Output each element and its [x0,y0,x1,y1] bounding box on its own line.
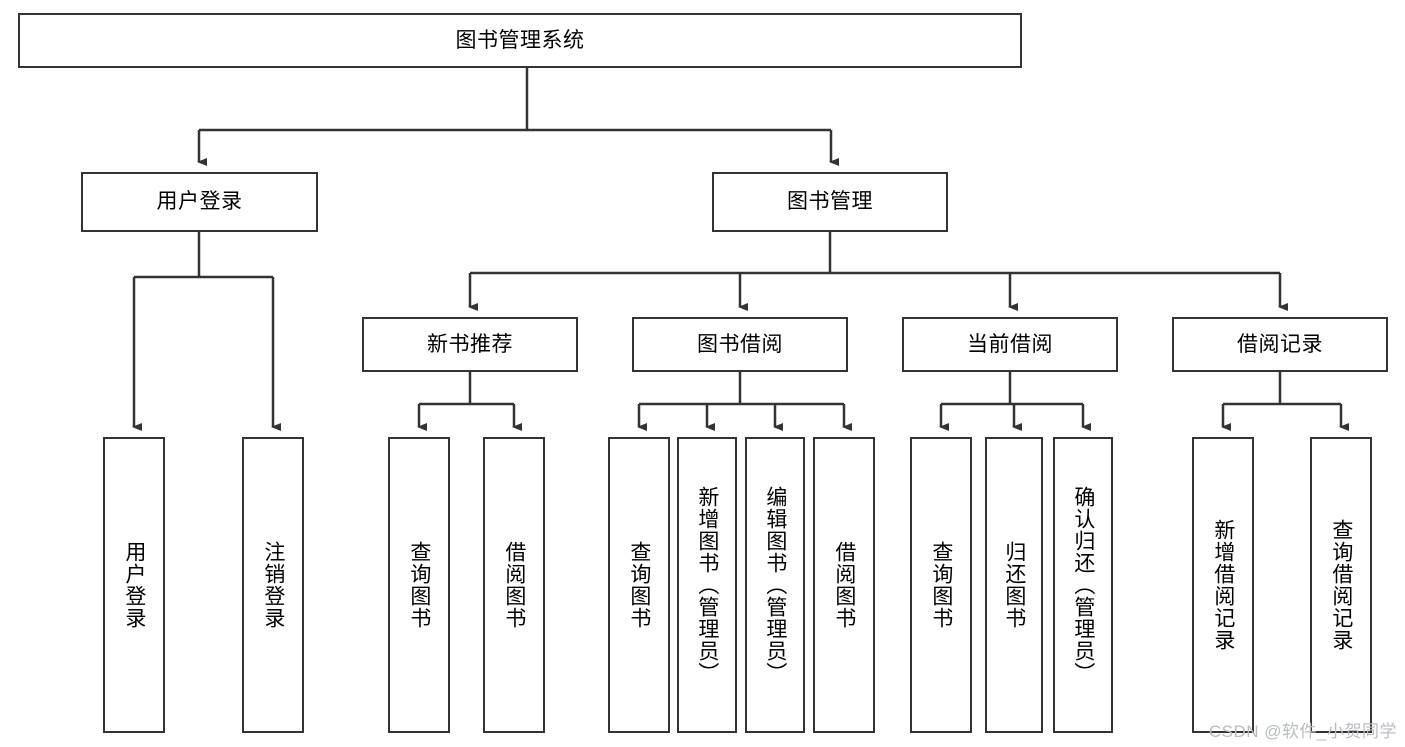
node-book-borrow[interactable]: 图书借阅 [632,317,848,372]
node-leaf-user-login[interactable]: 用户登录 [103,437,165,733]
node-leaf-query-record[interactable]: 查询借阅记录 [1310,437,1372,733]
node-book-manage[interactable]: 图书管理 [712,172,948,232]
node-root-label: 图书管理系统 [455,28,585,52]
node-leaf-confirm-return-label: 确认归还（管理员） [1071,486,1095,684]
node-book-manage-label: 图书管理 [787,190,873,214]
node-leaf-borrow-book-label: 借阅图书 [832,541,856,629]
node-leaf-confirm-return[interactable]: 确认归还（管理员） [1053,437,1113,733]
node-leaf-add-book[interactable]: 新增图书（管理员） [677,437,737,733]
node-leaf-query-record-label: 查询借阅记录 [1329,519,1353,651]
node-current-borrow-label: 当前借阅 [967,332,1053,356]
node-leaf-query-book-borrow-label: 查询图书 [627,541,651,629]
node-borrow-record[interactable]: 借阅记录 [1172,317,1388,372]
node-leaf-borrow-book-rec-label: 借阅图书 [502,541,526,629]
node-leaf-edit-book-label: 编辑图书（管理员） [763,486,787,684]
node-book-borrow-label: 图书借阅 [697,332,783,356]
node-leaf-add-record[interactable]: 新增借阅记录 [1192,437,1254,733]
node-leaf-query-book-rec-label: 查询图书 [407,541,431,629]
node-leaf-query-book-rec[interactable]: 查询图书 [388,437,450,733]
node-leaf-borrow-book[interactable]: 借阅图书 [813,437,875,733]
node-leaf-logout[interactable]: 注销登录 [242,437,304,733]
node-leaf-return-book[interactable]: 归还图书 [985,437,1043,733]
node-leaf-borrow-book-rec[interactable]: 借阅图书 [483,437,545,733]
node-leaf-logout-label: 注销登录 [261,541,285,629]
node-root[interactable]: 图书管理系统 [18,13,1022,68]
node-borrow-record-label: 借阅记录 [1237,332,1323,356]
node-new-book-rec-label: 新书推荐 [427,332,513,356]
node-leaf-return-book-label: 归还图书 [1002,541,1026,629]
node-user-login-label: 用户登录 [156,190,243,214]
node-leaf-query-book-borrow[interactable]: 查询图书 [608,437,670,733]
node-leaf-user-login-label: 用户登录 [122,541,146,629]
node-leaf-query-book-current-label: 查询图书 [929,541,953,629]
node-leaf-add-record-label: 新增借阅记录 [1211,519,1235,651]
node-user-login[interactable]: 用户登录 [81,172,318,232]
node-leaf-add-book-label: 新增图书（管理员） [695,486,719,684]
node-current-borrow[interactable]: 当前借阅 [902,317,1118,372]
node-new-book-rec[interactable]: 新书推荐 [362,317,578,372]
node-leaf-query-book-current[interactable]: 查询图书 [910,437,972,733]
node-leaf-edit-book[interactable]: 编辑图书（管理员） [745,437,805,733]
